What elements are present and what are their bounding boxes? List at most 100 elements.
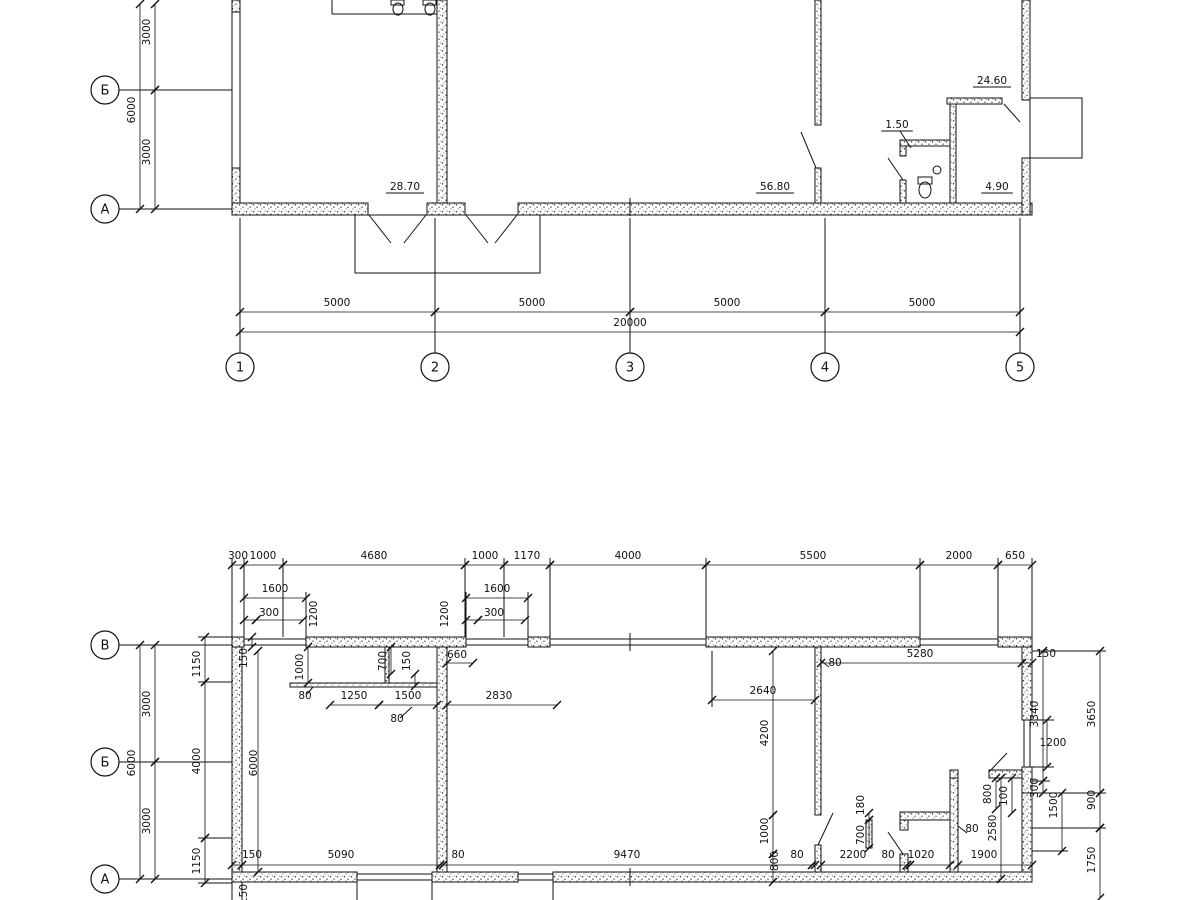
- dimension-tick: [1027, 560, 1037, 570]
- dimension-label: 5000: [519, 297, 546, 309]
- wall-segment: [517, 202, 1033, 216]
- dimension-tick: [278, 560, 288, 570]
- dimension-tick: [461, 593, 471, 603]
- dimension-tick: [432, 700, 442, 710]
- dimension-tick: [235, 307, 245, 317]
- wall-segment: [231, 202, 369, 216]
- drawing-line: [306, 686, 314, 695]
- dimension-tick: [247, 632, 257, 642]
- dimension-label: 150: [242, 849, 262, 861]
- drawing-line: [403, 214, 427, 244]
- dimension-tick: [150, 85, 160, 95]
- dimension-tick: [438, 860, 448, 870]
- dimension-tick: [150, 640, 160, 650]
- wall-segment: [289, 682, 438, 688]
- dimension-tick: [768, 849, 778, 859]
- dimension-tick: [1095, 788, 1105, 798]
- dimension-tick: [768, 646, 778, 656]
- dimension-label: 1000: [759, 818, 771, 845]
- dimension-label: 150: [238, 648, 250, 668]
- dimension-tick: [864, 843, 874, 853]
- dimension-label: 2000: [946, 550, 973, 562]
- dimension-label: 6000: [126, 750, 138, 777]
- dimension-label: 80: [451, 849, 464, 861]
- dimension-tick: [150, 0, 160, 9]
- wall-segment: [949, 769, 959, 779]
- dimension-tick: [386, 669, 396, 679]
- dimension-tick: [135, 874, 145, 884]
- dimension-label: 180: [855, 795, 867, 815]
- dimension-label: 650: [1005, 550, 1025, 562]
- drawing-line: [800, 131, 817, 169]
- dimension-tick: [239, 615, 249, 625]
- dimension-label: 800: [982, 784, 994, 804]
- outline-rect: [422, 0, 437, 6]
- wall-segment: [705, 636, 921, 648]
- dimension-label: 80: [828, 657, 841, 669]
- dimension-label: 5000: [324, 297, 351, 309]
- dimension-tick: [1015, 327, 1025, 337]
- dimension-label: 1000: [250, 550, 277, 562]
- dimension-label: 2640: [750, 685, 777, 697]
- dimension-tick: [410, 681, 420, 691]
- dimension-tick: [1095, 646, 1105, 656]
- dimension-label: 300: [259, 607, 279, 619]
- dimension-tick: [410, 669, 420, 679]
- axis-marker: [420, 352, 450, 382]
- axis-label: А: [101, 873, 110, 888]
- dimension-label: 3000: [141, 19, 153, 46]
- dimension-label: 300: [1029, 778, 1041, 798]
- axis-marker: [615, 352, 645, 382]
- axis-label: 5: [1016, 361, 1024, 376]
- dimension-tick: [996, 874, 1006, 884]
- axis-marker: [90, 747, 120, 777]
- axis-label: А: [101, 203, 110, 218]
- dimension-tick: [227, 860, 237, 870]
- dimension-label: 9470: [614, 849, 641, 861]
- dimension-label: 1900: [971, 849, 998, 861]
- dimension-tick: [905, 860, 915, 870]
- dimension-tick: [303, 642, 313, 652]
- dimension-label: 1200: [1040, 737, 1067, 749]
- outline-rect: [917, 176, 933, 185]
- dimension-tick: [461, 615, 471, 625]
- dimension-label: 80: [390, 713, 403, 725]
- dimension-tick: [460, 560, 470, 570]
- dimension-label: 1200: [308, 601, 320, 628]
- dimension-label: 5280: [907, 648, 934, 660]
- dimension-label: 1750: [1086, 847, 1098, 874]
- wall-segment: [949, 777, 959, 873]
- dimension-label: 800: [769, 851, 781, 871]
- drawing-line: [465, 214, 489, 244]
- drawing-line: [1003, 103, 1021, 123]
- dimension-tick: [902, 860, 912, 870]
- dimension-label: 3000: [141, 139, 153, 166]
- dimension-tick: [625, 307, 635, 317]
- dimension-tick: [227, 560, 237, 570]
- dimension-label: 4200: [759, 720, 771, 747]
- dimension-label: 1150: [191, 848, 203, 875]
- dimension-label: 5090: [328, 849, 355, 861]
- dimension-tick: [473, 615, 483, 625]
- dimension-tick: [325, 700, 335, 710]
- drawing-line: [368, 214, 392, 244]
- dimension-label: 4000: [615, 550, 642, 562]
- dimension-tick: [1042, 715, 1052, 725]
- wall-segment: [431, 871, 519, 883]
- dimension-tick: [468, 658, 478, 668]
- dimension-label: 2200: [840, 849, 867, 861]
- dimension-tick: [499, 560, 509, 570]
- dimension-label: 1600: [484, 583, 511, 595]
- dimension-tick: [1007, 808, 1017, 818]
- dimension-label: 300: [228, 550, 248, 562]
- dimension-tick: [1042, 762, 1052, 772]
- axis-marker: [225, 352, 255, 382]
- wall-segment: [814, 0, 822, 126]
- dimension-tick: [1038, 776, 1048, 786]
- dimension-tick: [864, 808, 874, 818]
- dimension-label: 1000: [472, 550, 499, 562]
- room-area-label: 24.60: [977, 75, 1007, 87]
- dimension-tick: [253, 646, 263, 656]
